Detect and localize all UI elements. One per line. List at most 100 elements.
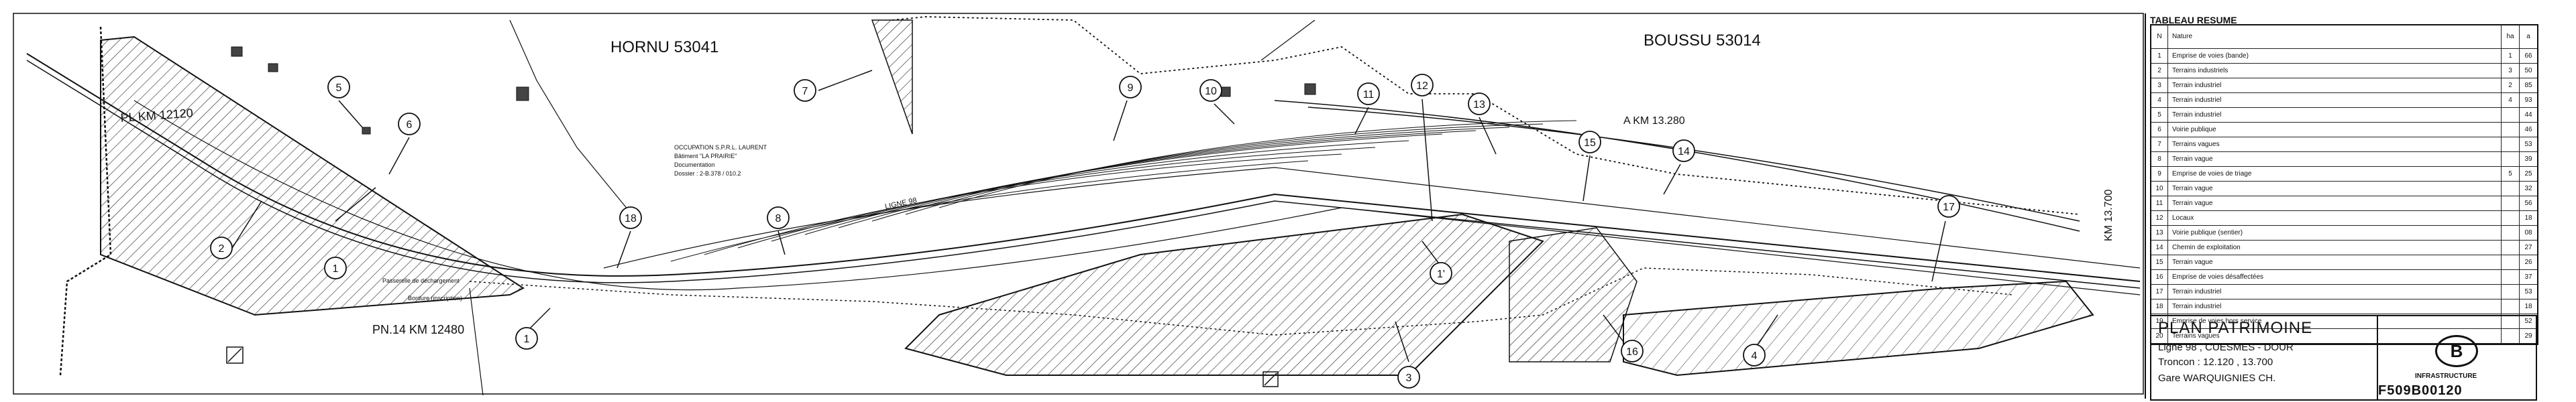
marker-14: 14	[1663, 139, 1695, 195]
annotation-passerelle: Passerelle de déchargement	[382, 277, 460, 284]
svg-text:1': 1'	[1437, 269, 1445, 280]
embankment-north	[892, 16, 2080, 215]
legend-cell-ha	[2502, 108, 2520, 122]
legend-cell-n: 14	[2151, 241, 2168, 255]
annotation-occupation: OCCUPATION S.P.R.L. LAURENT Bâtiment "LA…	[674, 144, 767, 177]
track-8	[771, 140, 1409, 242]
svg-text:8: 8	[775, 213, 782, 224]
legend-cell-nature: Terrain vague	[2168, 255, 2502, 269]
legend-cell-ha	[2502, 196, 2520, 210]
roads	[469, 19, 1316, 396]
legend-cell-n: 7	[2151, 137, 2168, 151]
marker-3: 3	[1395, 321, 1420, 389]
svg-text:3: 3	[1406, 373, 1412, 384]
track-3	[133, 100, 2141, 295]
legend-cell-a: 50	[2524, 66, 2532, 74]
track-10	[838, 130, 1477, 228]
legend-cell-a: 53	[2524, 287, 2532, 295]
marker-1-southwest: 1	[515, 308, 551, 350]
compass-symbol-west	[226, 346, 244, 364]
legend-cell-a: 26	[2524, 258, 2532, 266]
track-2	[26, 60, 2141, 289]
legend-cell-n: 10	[2151, 182, 2168, 196]
legend-header-nature: Nature	[2168, 25, 2502, 48]
track-1	[26, 53, 2141, 282]
legend-cell-a: 66	[2524, 52, 2532, 60]
legend-cell-ha	[2502, 241, 2520, 255]
legend-cell-a: 85	[2524, 81, 2532, 89]
legend-cell-nature: Emprise de voies (bande)	[2168, 49, 2502, 63]
marker-9: 9	[1113, 76, 1142, 141]
marker-1-prime: 1'	[1421, 241, 1452, 285]
legend-cell-ha: 3	[2502, 64, 2520, 78]
legend-cell-nature: Terrain vague	[2168, 196, 2502, 210]
label-boussu: BOUSSU 53014	[1644, 31, 1761, 50]
marker-12: 12	[1411, 74, 1434, 222]
plan-ligne: Ligne 98 , CUESMES - DOUR	[2158, 342, 2294, 353]
marker-10: 10	[1199, 79, 1235, 125]
legend-header: N Nature ha a	[2151, 25, 2537, 49]
legend-cell-a: 25	[2524, 170, 2532, 178]
svg-text:16: 16	[1626, 346, 1638, 358]
legend-cell-a: 08	[2524, 228, 2532, 237]
svg-text:5: 5	[336, 82, 342, 94]
legend-cell-ha	[2502, 211, 2520, 225]
document-number: F509B00120	[2378, 383, 2463, 398]
legend-cell-n: 6	[2151, 123, 2168, 137]
legend-cell-ha	[2502, 314, 2520, 328]
title-block: PLAN PATRIMOINE Ligne 98 , CUESMES - DOU…	[2150, 315, 2378, 401]
svg-text:6: 6	[407, 119, 413, 131]
legend-cell-n: 18	[2151, 299, 2168, 314]
building-5	[1304, 83, 1316, 95]
legend-cell-n: 3	[2151, 78, 2168, 92]
parcel-west	[100, 36, 525, 316]
svg-text:7: 7	[802, 86, 808, 97]
legend-header-ha: ha	[2502, 25, 2520, 48]
legend-cell-a: 27	[2524, 243, 2532, 251]
label-km-end: KM 13.700	[2103, 190, 2114, 241]
marker-2: 2	[210, 200, 262, 259]
legend-cell-a: 53	[2524, 140, 2532, 148]
legend-cell-nature: Terrain industriel	[2168, 78, 2502, 92]
legend-cell-a: 93	[2524, 96, 2532, 104]
svg-text:17: 17	[1943, 202, 1955, 213]
plan-title: PLAN PATRIMOINE	[2158, 319, 2313, 337]
track-9	[804, 133, 1443, 235]
marker-5: 5	[327, 76, 363, 128]
legend-cell-n: 16	[2151, 270, 2168, 284]
legend-cell-nature: Locaux	[2168, 211, 2502, 225]
legend-cell-nature: Terrain industriel	[2168, 93, 2502, 107]
legend-cell-n: 17	[2151, 285, 2168, 299]
logo-org: INFRASTRUCTURE	[2415, 373, 2477, 380]
track-11	[871, 127, 1510, 222]
svg-text:18: 18	[625, 213, 637, 224]
legend-cell-nature: Terrains vagues	[2168, 329, 2502, 343]
marker-8: 8	[767, 206, 790, 255]
buildings	[231, 46, 1316, 135]
svg-text:14: 14	[1678, 146, 1690, 157]
label-pn14: PN.14 KM 12480	[372, 323, 464, 336]
marker-11: 11	[1354, 82, 1380, 135]
label-hornu: HORNU 53041	[610, 38, 718, 56]
legend-cell-ha	[2502, 123, 2520, 137]
track-12	[905, 123, 1544, 215]
embankment-west	[59, 26, 112, 376]
legend-cell-n: 9	[2151, 167, 2168, 181]
legend-cell-nature: Terrain industriel	[2168, 299, 2502, 314]
legend-cell-nature: Voirie publique (sentier)	[2168, 226, 2502, 240]
legend-cell-n: 12	[2151, 211, 2168, 225]
legend-cell-ha	[2502, 329, 2520, 343]
legend-cell-n: 2	[2151, 64, 2168, 78]
